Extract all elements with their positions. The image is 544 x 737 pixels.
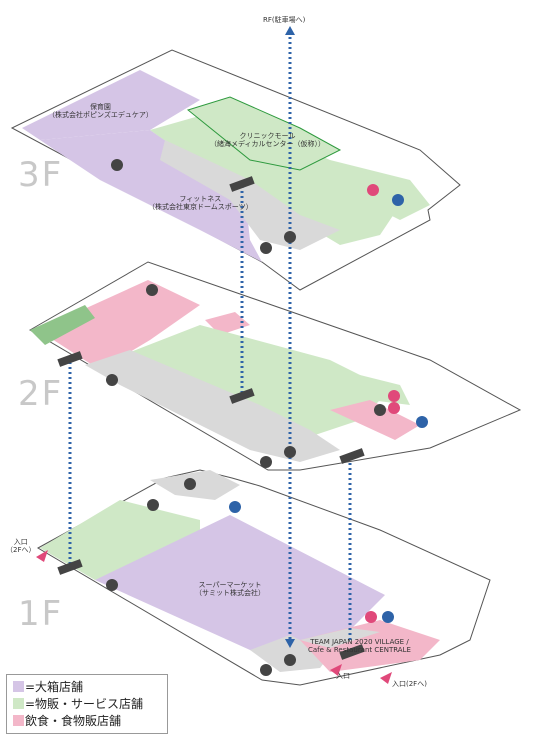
toilet-icon <box>229 501 241 513</box>
clinic-label: クリニックモール （緒海メディカルセンター（仮称）） <box>210 132 325 148</box>
entrance-arrow-icon <box>330 664 342 676</box>
escalator-icon <box>111 159 123 171</box>
nursing-room-icon <box>365 611 377 623</box>
legend-food: 飲食・食物販店舗 <box>13 714 121 728</box>
nursing-room-icon <box>388 402 400 414</box>
food-area-2f-top <box>205 312 250 335</box>
nursery-company: （株式会社ポピンズエデュケア） <box>48 111 153 119</box>
escalator-icon <box>57 176 365 660</box>
arrow-up-rf <box>285 26 295 35</box>
legend-label: 飲食・食物販店舗 <box>25 714 122 728</box>
escalator-icon <box>106 374 118 386</box>
floor-1f <box>36 469 491 686</box>
village-cafe: Cafe & Restaurant CENTRALE <box>308 646 411 654</box>
clinic-mall-area <box>186 96 342 171</box>
legend-large-store: =大箱店舗 <box>13 680 83 694</box>
entrance-2f-word: 入口 <box>13 538 28 546</box>
supermarket-name: スーパーマーケット <box>198 581 262 589</box>
escalator-icon <box>374 404 386 416</box>
escalator-icon <box>106 579 118 591</box>
shop-east-3f <box>330 160 430 220</box>
nursing-room-icon <box>367 184 379 196</box>
nursery-name: 保育園 <box>89 103 111 111</box>
entrance-arrow-icon <box>380 672 392 684</box>
clinic-company: （緒海メディカルセンター（仮称）） <box>210 140 326 148</box>
stairs-icon <box>260 242 272 254</box>
floor-3f <box>10 49 461 291</box>
corridor-2f <box>85 350 340 462</box>
fitness-name: フィットネス <box>179 195 222 203</box>
nursing-room-icon <box>388 390 400 402</box>
supermarket-company: （サミット株式会社） <box>195 589 265 597</box>
supermarket-area <box>95 515 385 660</box>
fitness-company: （株式会社東京ドームスポーツ） <box>148 203 253 211</box>
pet-icon <box>146 284 158 296</box>
shop-area-3f <box>150 110 400 245</box>
floor-label-3f: 3F <box>18 155 64 195</box>
floor-label-2f: 2F <box>18 374 64 414</box>
legend-retail-service: =物販・サービス店舗 <box>13 697 143 711</box>
legend-swatch-pink <box>13 715 24 726</box>
entrance-2f-label-b: 入口(2Fへ) <box>392 680 427 688</box>
village-name: TEAM JAPAN 2020 VILLAGE / <box>310 638 409 646</box>
fitness-area <box>40 130 262 262</box>
legend: =大箱店舗 =物販・サービス店舗 飲食・食物販店舗 <box>6 674 168 734</box>
entrance-arrow-icon <box>36 550 48 562</box>
food-area-2f-west <box>38 280 200 370</box>
clinic-name: クリニックモール <box>239 132 296 140</box>
entrance-2f-label: 入口 （2Fへ） <box>6 538 35 554</box>
legend-label: =大箱店舗 <box>25 680 84 694</box>
elevator-icon <box>284 446 296 458</box>
stairs-icon <box>260 664 272 676</box>
nursery-area <box>22 70 200 140</box>
car-icon <box>184 478 196 490</box>
legend-swatch-green <box>13 698 24 709</box>
toilet-icon <box>392 194 404 206</box>
corridor-1f <box>250 635 330 672</box>
cafe-corridor <box>300 628 380 648</box>
floor-label-1f: 1F <box>18 594 64 634</box>
nursery-label: 保育園 （株式会社ポピンズエデュケア） <box>48 103 153 119</box>
elevator-icon <box>284 654 296 666</box>
legend-label: =物販・サービス店舗 <box>25 697 144 711</box>
stairs-icon <box>260 456 272 468</box>
entrance-2f-note: （2Fへ） <box>6 546 36 554</box>
supermarket-label: スーパーマーケット （サミット株式会社） <box>195 581 265 597</box>
elevator-icon <box>284 231 296 243</box>
facility-icons <box>36 159 428 684</box>
toilet-icon <box>382 611 394 623</box>
fitness-label: フィットネス （株式会社東京ドームスポーツ） <box>148 195 253 211</box>
bicycle-icon <box>147 499 159 511</box>
shop-area-2f <box>110 325 390 440</box>
entrance-label: 入口 <box>336 672 350 680</box>
village-label: TEAM JAPAN 2020 VILLAGE / Cafe & Restaur… <box>308 638 411 654</box>
corridor-3f <box>160 140 340 250</box>
vertical-links <box>68 32 352 640</box>
rf-parking-label: RF(駐車場へ) <box>263 16 306 24</box>
toilet-icon <box>416 416 428 428</box>
arrow-down-1f <box>285 639 295 648</box>
green-edge-2f <box>30 305 95 345</box>
floor-2f <box>29 261 522 471</box>
legend-swatch-purple <box>13 681 24 692</box>
food-area-2f-east <box>330 400 420 440</box>
